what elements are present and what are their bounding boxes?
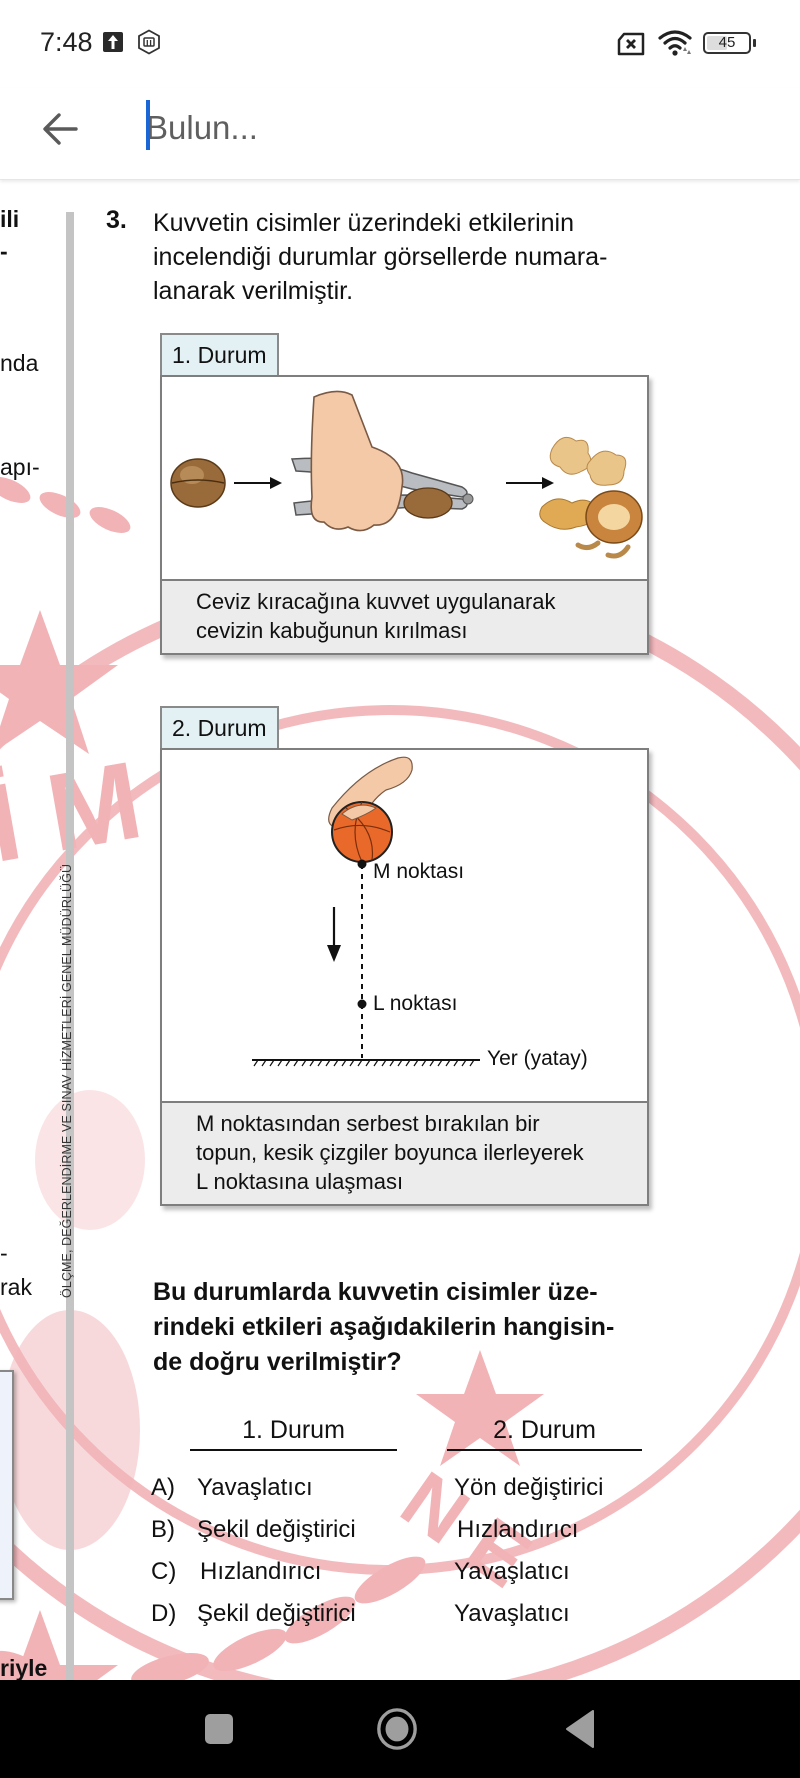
caption-line: M noktasından serbest bırakılan bir: [196, 1111, 540, 1136]
caption-line: topun, kesik çizgiler boyunca ilerleyere…: [196, 1140, 584, 1165]
find-in-page-bar: [0, 88, 800, 180]
left-column-text: apı-: [0, 454, 40, 480]
question-prompt: Bu durumlarda kuvvetin cisimler üze- rin…: [153, 1275, 673, 1380]
hand-nutcracker-icon: [290, 390, 474, 532]
case-2-figure: M noktası L noktası Yer (yatay): [162, 750, 647, 1103]
left-column-text: -: [0, 238, 8, 264]
text-caret: [146, 100, 150, 150]
caption-line: Ceviz kıracağına kuvvet uygulanarak: [196, 589, 556, 614]
option-d[interactable]: D) Şekil değiştirici Yavaşlatıcı: [151, 1600, 570, 1628]
case-1-caption: Ceviz kıracağına kuvvet uygulanarak cevi…: [162, 581, 647, 653]
battery-icon: 45: [703, 32, 756, 54]
option-c[interactable]: C) Hızlandırıcı Yavaşlatıcı: [151, 1558, 570, 1586]
left-column-text: -: [0, 1240, 8, 1266]
recents-button[interactable]: [197, 1707, 241, 1751]
case-2-caption: M noktasından serbest bırakılan bir topu…: [162, 1103, 647, 1204]
wifi-icon: [658, 29, 694, 62]
left-column-text: rak: [0, 1274, 32, 1300]
option-case1-value: Hızlandırıcı: [200, 1558, 322, 1585]
m-point-dot: [357, 859, 367, 869]
option-letter: C): [151, 1558, 177, 1585]
prompt-line: rindeki etkileri aşağıdakilerin hangisin…: [153, 1313, 615, 1341]
case-2-tab: 2. Durum: [160, 706, 279, 748]
cracked-walnut-icon: [539, 436, 643, 559]
option-case2-value: Yön değiştirici: [454, 1474, 604, 1501]
case-1-figure: [162, 377, 647, 581]
recents-square-icon: [205, 1714, 233, 1744]
case-1-tab: 1. Durum: [160, 333, 279, 375]
home-circle-icon: [377, 1708, 417, 1750]
status-bar: 7:48 45: [0, 0, 800, 88]
status-time: 7:48: [40, 27, 93, 57]
find-input[interactable]: [146, 100, 746, 156]
battery-level: 45: [718, 34, 736, 51]
column-header-case-1: 1. Durum: [190, 1416, 397, 1451]
case-1-panel: Ceviz kıracağına kuvvet uygulanarak cevi…: [160, 375, 649, 655]
case-2-panel: M noktası L noktası Yer (yatay) M noktas…: [160, 748, 649, 1206]
back-button[interactable]: [36, 104, 86, 154]
vertical-footer-text: ÖLÇME, DEĞERLENDİRME VE SINAV HİZMETLERİ…: [60, 863, 74, 1298]
option-case1-value: Şekil değiştirici: [197, 1516, 356, 1543]
arrow-right-icon: [506, 477, 554, 489]
option-case2-value: Hızlandırıcı: [457, 1516, 579, 1543]
arrow-right-icon: [234, 477, 282, 489]
left-column-text: ili: [0, 206, 20, 232]
back-nav-button[interactable]: [558, 1707, 602, 1751]
option-letter: B): [151, 1516, 175, 1543]
option-case1-value: Şekil değiştirici: [197, 1600, 356, 1627]
question-stem: Kuvvetin cisimler üzerindeki etkilerinin…: [153, 206, 673, 308]
column-header-case-2: 2. Durum: [447, 1416, 642, 1451]
option-case2-value: Yavaşlatıcı: [454, 1558, 570, 1585]
prompt-line: Bu durumlarda kuvvetin cisimler üze-: [153, 1278, 598, 1306]
stem-line: lanarak verilmiştir.: [153, 277, 354, 305]
home-button[interactable]: [375, 1707, 419, 1751]
left-column-text: nda: [0, 350, 39, 376]
l-point-dot: [357, 999, 367, 1009]
walnut-icon: [170, 458, 226, 508]
caption-line: cevizin kabuğunun kırılması: [196, 618, 468, 643]
option-letter: D): [151, 1600, 177, 1627]
prompt-line: de doğru verilmiştir?: [153, 1348, 402, 1376]
mi-hexagon-icon: [137, 29, 161, 60]
basketball-icon: [331, 801, 393, 863]
no-sim-icon: [616, 32, 646, 61]
option-b[interactable]: B) Şekil değiştirici Hızlandırıcı: [151, 1516, 578, 1544]
stem-line: Kuvvetin cisimler üzerindeki etkilerinin: [153, 209, 574, 237]
l-point-label: L noktası: [373, 992, 458, 1015]
option-letter: A): [151, 1474, 175, 1501]
stem-line: incelendiği durumlar görsellerde numara-: [153, 243, 608, 271]
option-a[interactable]: A) Yavaşlatıcı Yön değiştirici: [151, 1474, 603, 1502]
option-case1-value: Yavaşlatıcı: [197, 1474, 313, 1501]
left-column-text: riyle: [0, 1655, 48, 1680]
arrow-left-icon: [43, 113, 78, 145]
option-case2-value: Yavaşlatıcı: [454, 1600, 570, 1627]
upload-arrow-icon: [103, 32, 123, 52]
ground-hatch-icon: [252, 1059, 480, 1067]
back-triangle-icon: [566, 1710, 594, 1748]
document-page[interactable]: İ M İ L N E ili - nda apı- - rak riyle Ö…: [0, 180, 800, 1680]
arrow-down-icon: [327, 907, 341, 962]
question-number: 3.: [106, 206, 127, 234]
system-nav-bar: [0, 1680, 800, 1778]
caption-line: L noktasına ulaşması: [196, 1169, 404, 1194]
left-column-box: [0, 1370, 14, 1600]
column-divider: [66, 212, 74, 1680]
m-point-label: M noktası: [373, 860, 465, 883]
ground-label: Yer (yatay): [487, 1047, 588, 1070]
